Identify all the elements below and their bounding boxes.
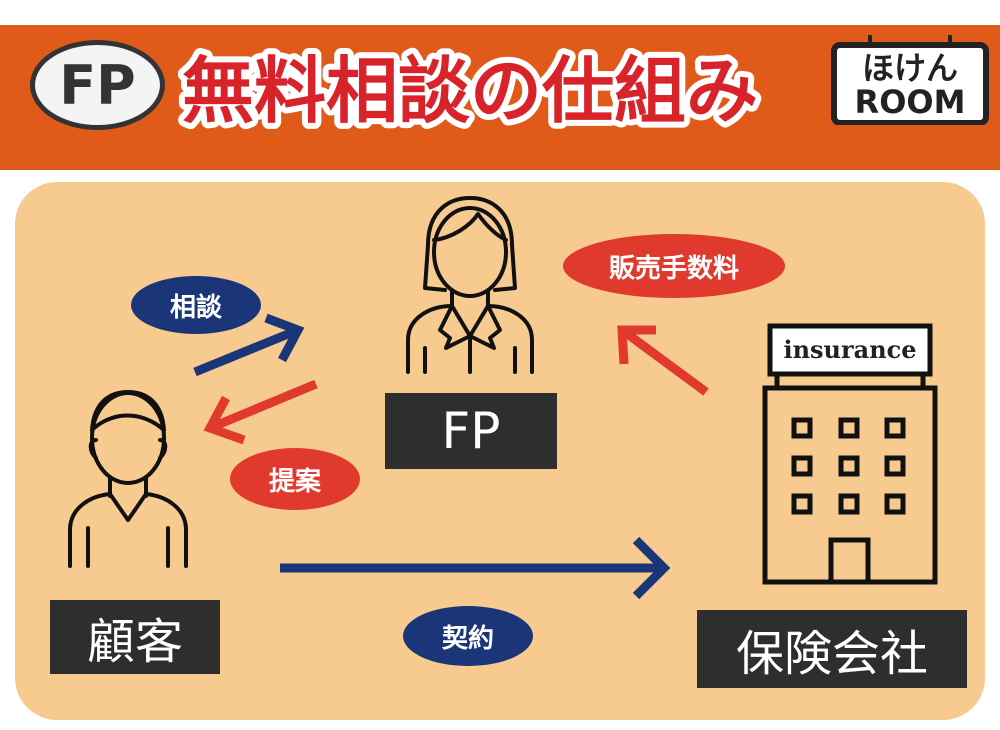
customer-person-icon: [68, 390, 188, 568]
logo-line1: ほけん: [862, 49, 958, 87]
arrow-commission: [617, 325, 709, 396]
arrow-consult: [193, 313, 305, 377]
page-title: 無料相談の仕組み: [178, 43, 764, 135]
insurance-building-icon: insurance: [762, 323, 938, 585]
building-sign-text: insurance: [783, 335, 916, 364]
fp-badge: FP: [30, 40, 165, 130]
commission-label: 販売手数料: [563, 234, 785, 298]
hoken-room-logo: ほけん ROOM: [831, 35, 989, 125]
customer-node-label: 顧客: [50, 600, 220, 674]
arrow-proposal: [203, 379, 318, 445]
fp-person-icon: [406, 196, 534, 374]
page-title-text: 無料相談の仕組み: [182, 49, 758, 133]
contract-label: 契約: [403, 606, 533, 666]
insurer-node-label: 保険会社: [697, 610, 967, 688]
consult-label: 相談: [131, 276, 261, 334]
proposal-label: 提案: [230, 448, 360, 510]
logo-line2: ROOM: [855, 83, 966, 121]
fp-node-label: FP: [385, 393, 557, 469]
arrow-contract: [280, 536, 671, 600]
